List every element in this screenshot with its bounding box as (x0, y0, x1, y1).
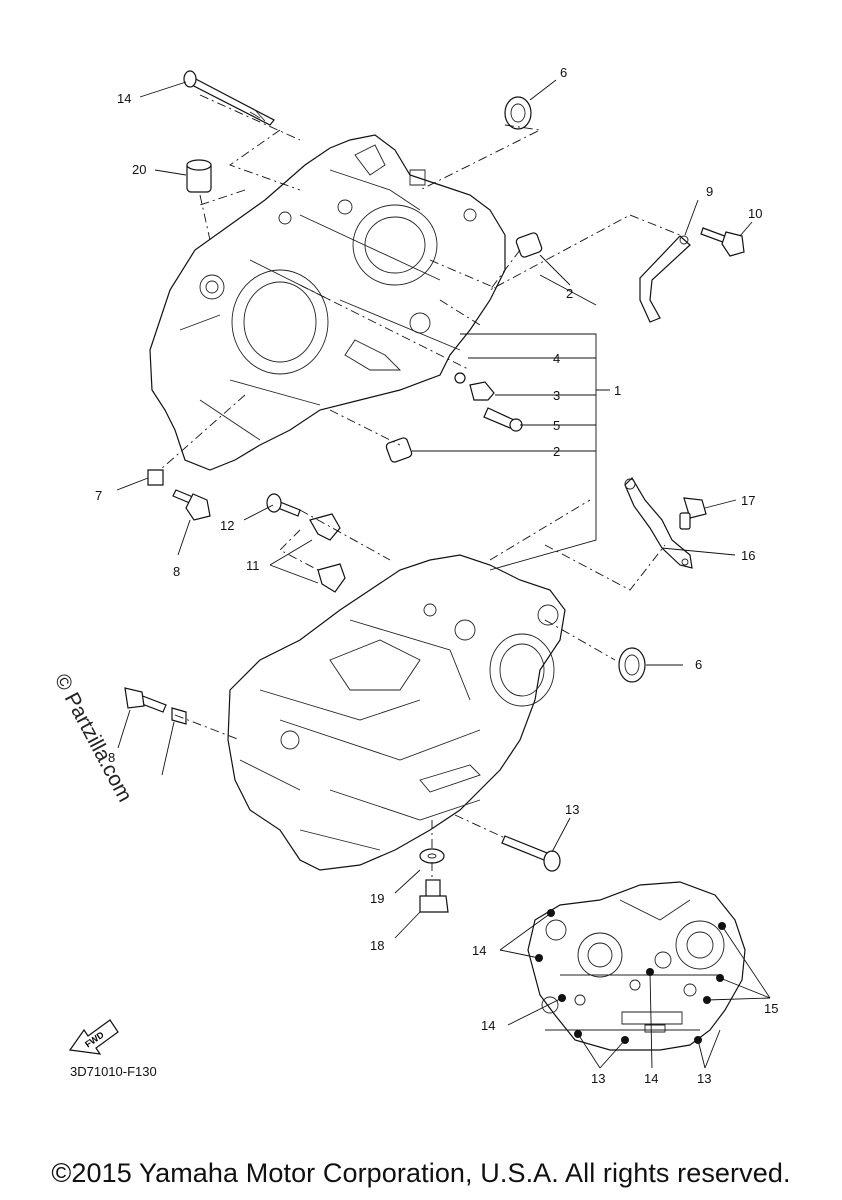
diagram-code: 3D71010-F130 (70, 1064, 157, 1079)
callout-10: 10 (748, 206, 762, 221)
callout-6-lower: 6 (695, 657, 702, 672)
assembly-guide-lines (159, 94, 681, 880)
callout-17: 17 (741, 493, 755, 508)
callout-1: 1 (614, 383, 621, 398)
inset-callout-13-left: 13 (591, 1071, 605, 1086)
callout-4: 4 (553, 351, 560, 366)
callout-19: 19 (370, 891, 384, 906)
part-18-drain-plug (419, 879, 449, 913)
copyright-notice: ©2015 Yamaha Motor Corporation, U.S.A. A… (51, 1158, 791, 1188)
part-3-4-5-fitting (454, 372, 523, 432)
inset-callout-15: 15 (764, 1001, 778, 1016)
part-2-dowel-lower (385, 437, 413, 463)
part-13-bolt (501, 835, 561, 872)
callout-16: 16 (741, 548, 755, 563)
upper-crankcase (149, 134, 506, 471)
part-10-bolt (700, 227, 745, 257)
callout-7: 7 (95, 488, 102, 503)
callout-13: 13 (565, 802, 579, 817)
callout-2-upper: 2 (566, 286, 573, 301)
part-14-long-bolt (183, 70, 275, 126)
part-6-oil-seal-lower (618, 647, 646, 683)
inset-callout-14-upper: 14 (472, 943, 486, 958)
callout-8-lower: 8 (108, 750, 115, 765)
callout-12: 12 (220, 518, 234, 533)
callout-bracket-1 (412, 274, 610, 571)
inset-bolt-pattern-view: 14 14 15 13 14 13 (472, 881, 778, 1086)
part-12-bolt (266, 493, 301, 517)
inset-callout-14-bottom: 14 (644, 1071, 658, 1086)
part-16-bracket (624, 477, 693, 569)
part-19-washer (419, 848, 445, 864)
part-7-washer (147, 469, 164, 486)
callout-14: 14 (117, 91, 131, 106)
inset-callout-14-left: 14 (481, 1018, 495, 1033)
callout-3: 3 (553, 388, 560, 403)
callout-9: 9 (706, 184, 713, 199)
part-11-guide-lower (317, 563, 346, 593)
callout-11: 11 (246, 558, 260, 573)
lower-crankcase (227, 554, 566, 871)
callout-5: 5 (553, 418, 560, 433)
callout-labels: 14 6 20 9 10 2 4 3 1 5 2 7 17 12 16 8 11… (95, 65, 762, 953)
part-8-bolt-lower (124, 687, 167, 713)
fwd-arrow-icon: FWD (68, 1019, 119, 1055)
callout-2-lower: 2 (553, 444, 560, 459)
part-6-oil-seal (504, 96, 532, 130)
part-2-dowel-upper (515, 232, 543, 258)
part-8-bolt-upper (172, 489, 211, 521)
callout-6-upper: 6 (560, 65, 567, 80)
part-9-plate (639, 235, 691, 323)
callout-20: 20 (132, 162, 146, 177)
inset-callout-13-right: 13 (697, 1071, 711, 1086)
callout-18: 18 (370, 938, 384, 953)
part-7-washer-lower (171, 707, 187, 725)
part-11-guide-upper (309, 513, 341, 541)
part-17-bolt (679, 497, 707, 530)
part-20-dowel (186, 159, 212, 193)
callout-8-upper: 8 (173, 564, 180, 579)
leader-lines (116, 79, 753, 939)
